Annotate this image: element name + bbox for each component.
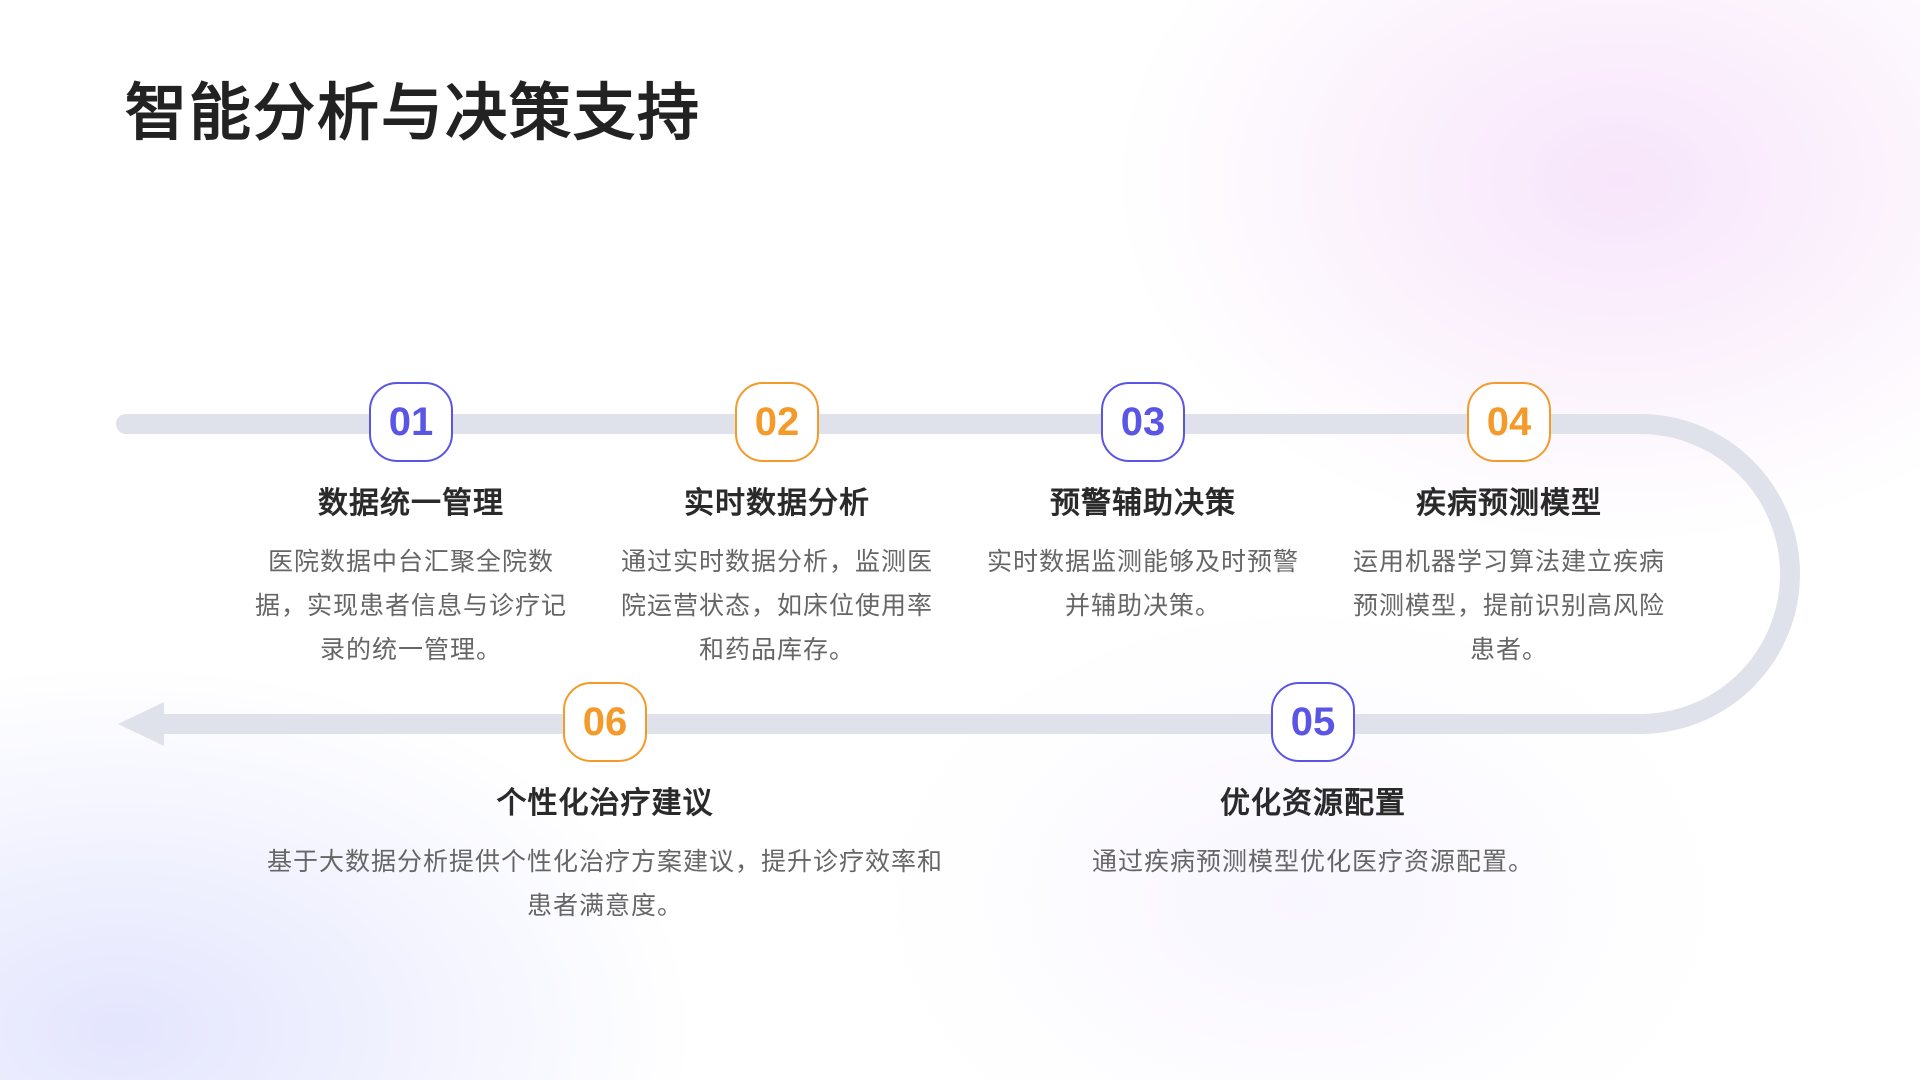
step-description: 实时数据监测能够及时预警并辅助决策。 (986, 547, 1299, 620)
step-title: 实时数据分析 (684, 486, 870, 521)
page-title: 智能分析与决策支持 (125, 76, 702, 149)
track-arrowhead (118, 702, 164, 746)
track-line (116, 414, 1800, 734)
step-title: 优化资源配置 (1220, 786, 1406, 821)
step-number-badge: 04 (1467, 382, 1551, 462)
step-6: 06 个性化治疗建议 基于大数据分析提供个性化治疗方案建议，提升诊疗效率和患者满… (260, 682, 950, 928)
step-title: 预警辅助决策 (1050, 486, 1236, 521)
step-number-badge: 01 (369, 382, 453, 462)
step-number-badge: 06 (563, 682, 647, 762)
step-description: 通过疾病预测模型优化医疗资源配置。 (1091, 847, 1534, 876)
step-2: 02 实时数据分析 通过实时数据分析，监测医院运营状态，如床位使用率和药品库存。 (617, 382, 937, 672)
step-title: 个性化治疗建议 (496, 786, 714, 821)
step-description: 通过实时数据分析，监测医院运营状态，如床位使用率和药品库存。 (620, 547, 933, 664)
step-4: 04 疾病预测模型 运用机器学习算法建立疾病预测模型，提前识别高风险患者。 (1349, 382, 1669, 672)
step-description: 基于大数据分析提供个性化治疗方案建议，提升诊疗效率和患者满意度。 (266, 847, 943, 920)
step-title: 疾病预测模型 (1416, 486, 1602, 521)
step-3: 03 预警辅助决策 实时数据监测能够及时预警并辅助决策。 (983, 382, 1303, 628)
step-title: 数据统一管理 (318, 486, 504, 521)
step-description: 医院数据中台汇聚全院数据，实现患者信息与诊疗记录的统一管理。 (254, 547, 567, 664)
step-description: 运用机器学习算法建立疾病预测模型，提前识别高风险患者。 (1352, 547, 1665, 664)
step-number-badge: 03 (1101, 382, 1185, 462)
step-5: 05 优化资源配置 通过疾病预测模型优化医疗资源配置。 (1053, 682, 1573, 884)
step-number-badge: 05 (1271, 682, 1355, 762)
step-number-badge: 02 (735, 382, 819, 462)
step-1: 01 数据统一管理 医院数据中台汇聚全院数据，实现患者信息与诊疗记录的统一管理。 (251, 382, 571, 672)
